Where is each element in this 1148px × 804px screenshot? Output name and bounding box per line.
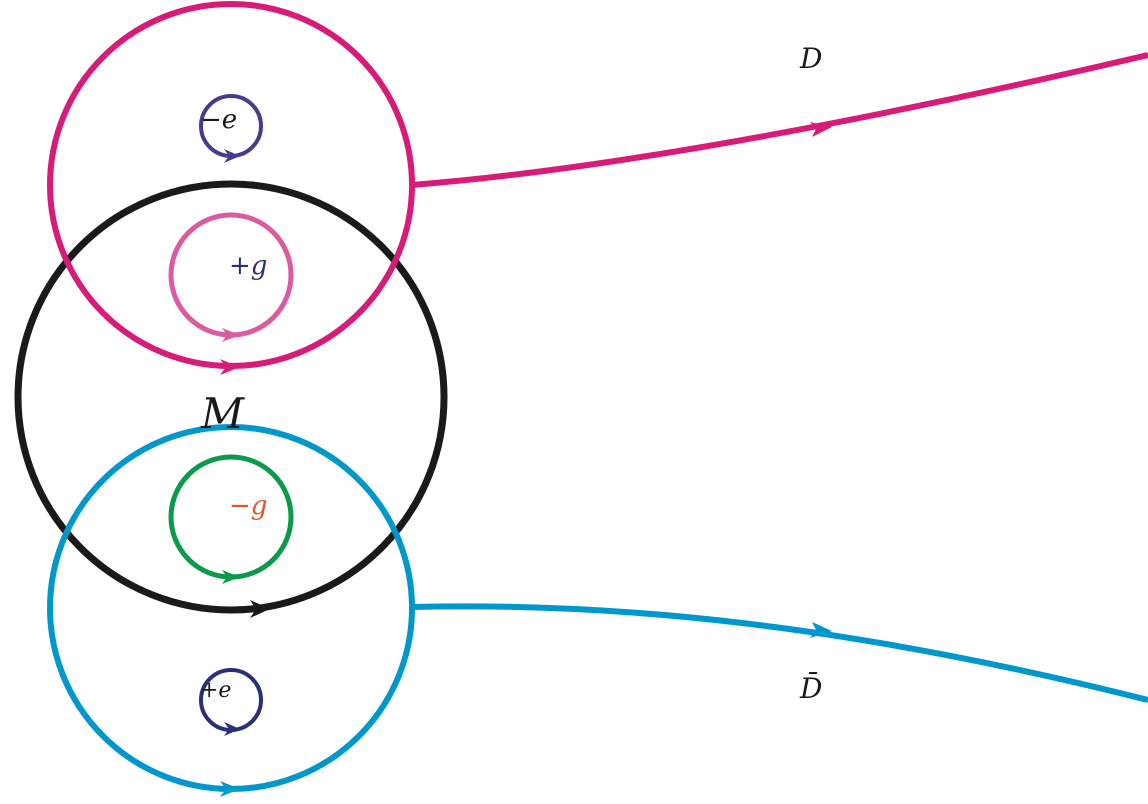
d-bar-loop-arrow bbox=[220, 781, 240, 797]
minus-g-loop-arrow bbox=[222, 570, 240, 584]
m-loop-arrow bbox=[250, 600, 270, 618]
d-string bbox=[411, 52, 1148, 188]
plus-g-label: +g bbox=[229, 251, 267, 281]
minus-g-label: −g bbox=[229, 491, 267, 521]
plus-e-label: +e bbox=[200, 678, 231, 703]
d-bar-string bbox=[411, 603, 1148, 703]
plus-g-loop-arrow bbox=[222, 328, 240, 342]
m-loop bbox=[14, 180, 448, 614]
m-label: M bbox=[200, 389, 245, 438]
d-label: D bbox=[799, 42, 822, 75]
d-bar-string-arrow bbox=[810, 622, 832, 638]
plus-e-loop-arrow bbox=[224, 722, 240, 736]
d-string-arrow bbox=[810, 122, 832, 137]
d-loop-arrow bbox=[220, 359, 240, 375]
minus-e-label: −e bbox=[200, 105, 237, 135]
d-bar-label: D̄ bbox=[799, 671, 822, 705]
minus-e-loop-arrow bbox=[224, 149, 240, 163]
